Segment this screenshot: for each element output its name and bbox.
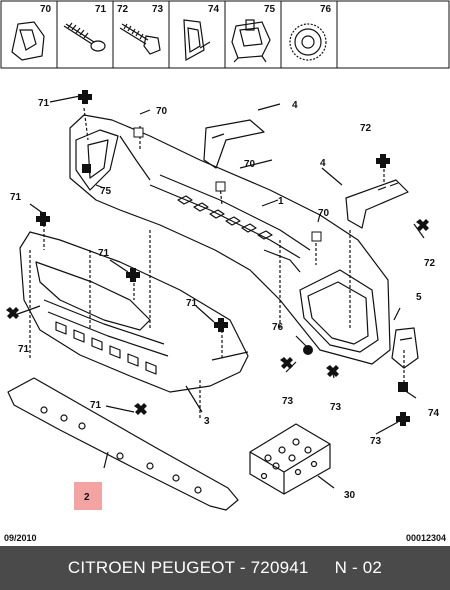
cross-marker-icon [134, 403, 147, 415]
plus-marker-icon [78, 90, 92, 104]
footer-date: 09/2010 [4, 533, 37, 543]
callout-75: 75 [100, 186, 112, 197]
callout-72: 72 [424, 258, 436, 269]
highlight-box [74, 482, 102, 510]
callout-70: 70 [244, 159, 256, 170]
clip-marker-icon [311, 231, 322, 242]
plus-marker-icon [126, 268, 140, 282]
strip-label-71: 71 [95, 4, 107, 15]
strip-label-73: 73 [152, 4, 164, 15]
bottom-bar: CITROEN PEUGEOT - 720941 N - 02 [0, 546, 450, 590]
strip-label-70: 70 [40, 4, 52, 15]
catalog-title: CITROEN PEUGEOT - 720941 [67, 558, 309, 577]
cage-nut-icon [231, 19, 271, 63]
callout-4: 4 [320, 158, 326, 169]
open-square-markers [133, 127, 322, 242]
plus-marker-icon [36, 212, 50, 226]
callout-73: 73 [330, 402, 342, 413]
callout-71: 71 [90, 400, 102, 411]
callout-73: 73 [370, 436, 382, 447]
callout-labels: 71 70 4 72 4 70 1 71 75 70 72 71 71 71 5… [10, 98, 440, 503]
strip-label-75: 75 [264, 4, 276, 15]
strip-label-76: 76 [320, 4, 332, 15]
cross-marker-icon [280, 357, 293, 369]
callout-30: 30 [344, 490, 356, 501]
callout-5: 5 [416, 292, 422, 303]
callout-71: 71 [38, 98, 50, 109]
strip-label-74: 74 [208, 4, 220, 15]
clip-marker-icon [215, 181, 226, 192]
callout-73: 73 [282, 396, 294, 407]
markers [6, 90, 429, 426]
callout-3: 3 [204, 416, 210, 427]
plus-marker-icon [396, 412, 410, 426]
callout-71: 71 [18, 344, 30, 355]
callout-71: 71 [186, 298, 198, 309]
clip-icon [11, 21, 45, 61]
callout-70: 70 [318, 208, 330, 219]
callout-72: 72 [360, 123, 372, 134]
screw-icon [63, 22, 106, 52]
cross-marker-icon [416, 219, 429, 231]
front-panel-assembly [7, 95, 425, 511]
footer-ref: 00012304 [405, 533, 446, 543]
callout-70: 70 [156, 106, 168, 117]
cross-marker-icon [326, 365, 339, 377]
callout-2: 2 [84, 492, 90, 503]
square-marker-icon [398, 382, 408, 392]
plus-marker-icon [214, 318, 228, 332]
parts-strip: 70 71 72 73 74 75 76 [0, 0, 450, 69]
strip-label-72: 72 [117, 4, 129, 15]
cross-marker-icon [6, 307, 19, 319]
square-marker-icon [82, 164, 91, 173]
washer-marker-icon [303, 345, 313, 355]
callout-76: 76 [272, 322, 284, 333]
callout-71: 71 [98, 248, 110, 259]
callout-4: 4 [292, 100, 298, 111]
spring-clip-icon [183, 19, 211, 61]
callout-74: 74 [428, 408, 440, 419]
page-code: N - 02 [334, 558, 383, 577]
bolt-icon [119, 23, 161, 55]
callout-71: 71 [10, 192, 22, 203]
plus-marker-icon [376, 154, 390, 168]
clip-marker-icon [133, 127, 144, 138]
callout-1: 1 [278, 196, 284, 207]
washer-icon [289, 23, 327, 61]
